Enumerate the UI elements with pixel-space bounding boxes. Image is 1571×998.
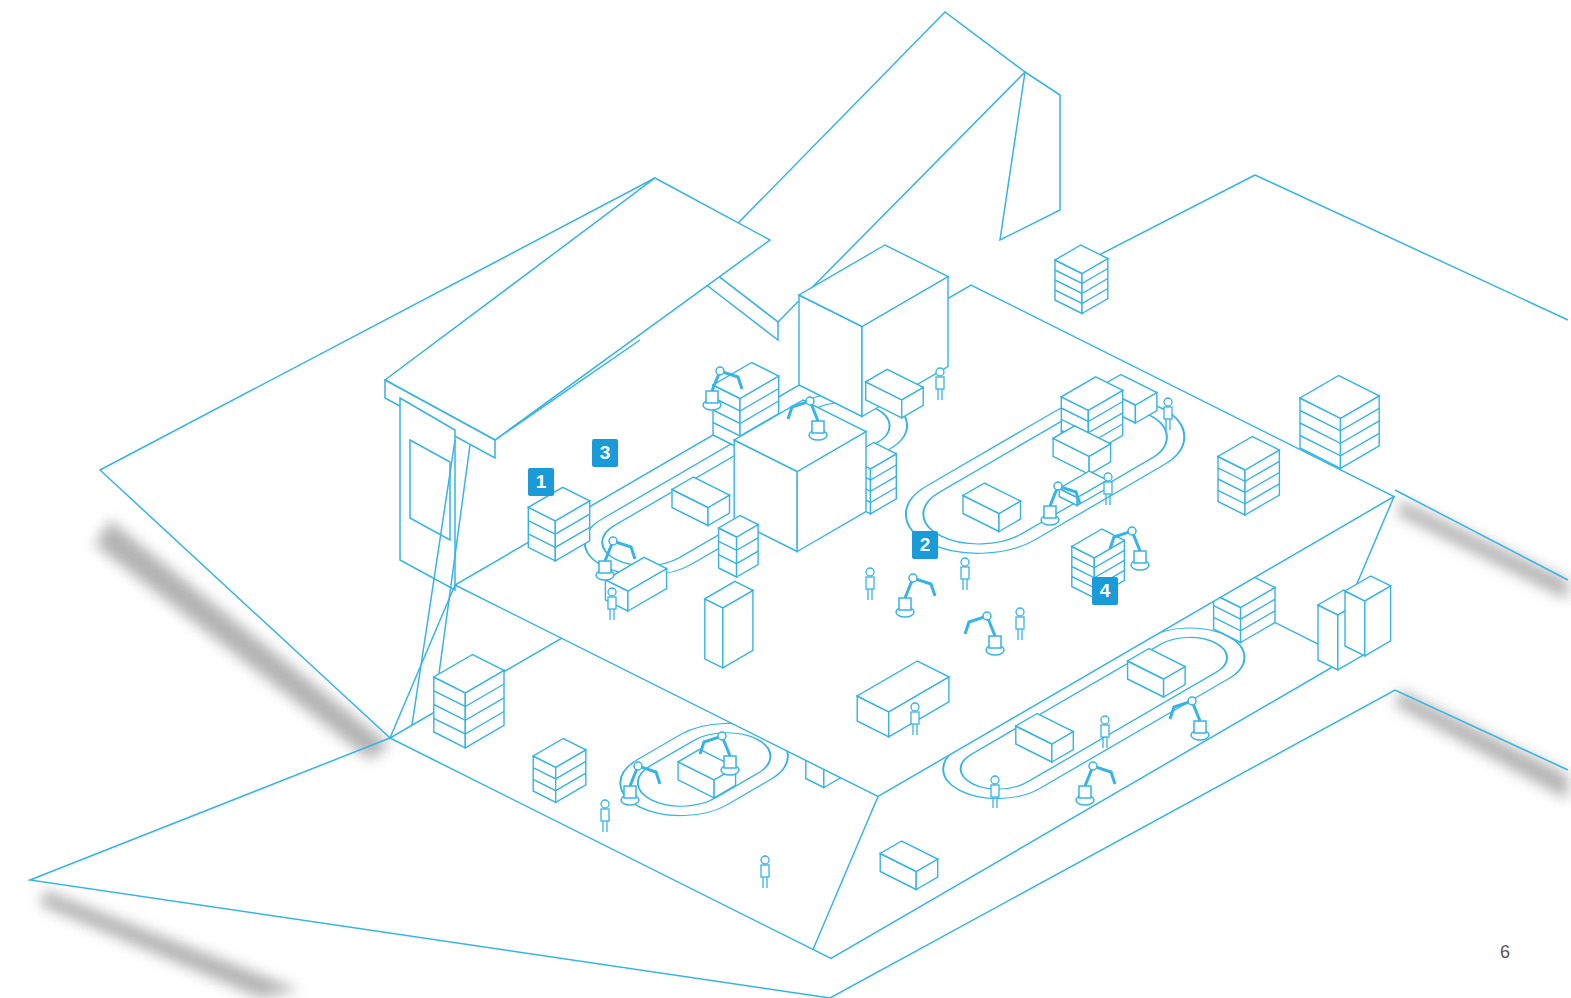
box-flaps bbox=[30, 175, 1568, 998]
upper-equipment bbox=[528, 487, 589, 561]
lower-equipment bbox=[880, 841, 938, 890]
worker bbox=[961, 558, 969, 590]
robot-arm bbox=[1170, 697, 1209, 740]
robot-arm bbox=[965, 612, 1004, 655]
worker bbox=[936, 368, 944, 400]
robot-arm bbox=[703, 367, 742, 410]
upper-equipment bbox=[857, 661, 949, 737]
upper-equipment bbox=[672, 477, 730, 526]
callout-number: 2 bbox=[912, 531, 938, 559]
worker bbox=[911, 703, 919, 735]
worker bbox=[761, 856, 769, 888]
upper-equipment bbox=[605, 557, 666, 611]
callout-number: 1 bbox=[528, 468, 554, 496]
upper-equipment bbox=[963, 483, 1021, 532]
worker bbox=[866, 568, 874, 600]
upper-equipment bbox=[705, 581, 753, 668]
shelf-rack bbox=[1300, 376, 1379, 469]
support-column bbox=[813, 797, 878, 950]
robot-arm bbox=[788, 397, 827, 440]
shelf-rack bbox=[1055, 245, 1108, 314]
robot-arm bbox=[1110, 527, 1149, 570]
worker bbox=[1016, 608, 1024, 640]
conveyor-loop bbox=[875, 381, 1215, 570]
worker bbox=[1164, 398, 1172, 430]
lower-equipment bbox=[1016, 714, 1074, 763]
upper-equipment bbox=[866, 369, 924, 418]
robot-arm bbox=[896, 574, 935, 617]
robot-arm bbox=[700, 732, 739, 775]
worker bbox=[1104, 473, 1112, 505]
upper-equipment bbox=[719, 516, 759, 578]
lower-equipment bbox=[434, 655, 504, 748]
callout-number: 3 bbox=[592, 439, 618, 467]
robot-arm bbox=[1041, 482, 1080, 525]
upper-equipment bbox=[1218, 437, 1279, 516]
worker bbox=[601, 800, 609, 832]
cabinet bbox=[1345, 576, 1391, 656]
robot-arm bbox=[596, 537, 635, 580]
callout-number: 4 bbox=[1092, 577, 1118, 605]
worker bbox=[991, 776, 999, 808]
robot-arm bbox=[1076, 762, 1115, 805]
lower-equipment bbox=[1128, 649, 1186, 698]
lower-equipment bbox=[533, 739, 586, 803]
page-number: 6 bbox=[1500, 942, 1510, 962]
upper-equipment bbox=[1053, 426, 1111, 475]
robot-arm bbox=[621, 762, 660, 805]
worker bbox=[1101, 716, 1109, 748]
worker bbox=[608, 588, 616, 620]
